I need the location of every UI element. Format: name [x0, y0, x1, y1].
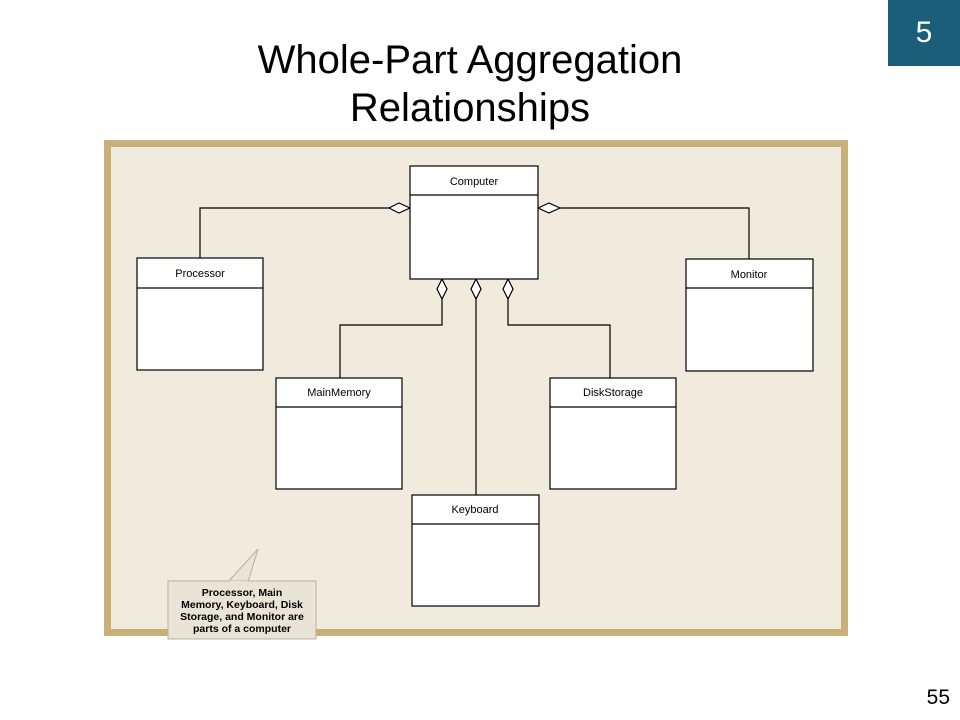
connector-main-memory: [339, 299, 443, 378]
class-box-disk-storage: DiskStorage: [549, 377, 677, 490]
class-box-processor: Processor: [136, 257, 264, 371]
diamond-processor: [387, 202, 412, 214]
callout-pointer: [226, 548, 259, 583]
callout-line-2: Memory, Keyboard, Disk: [181, 599, 303, 611]
class-box-main-memory: MainMemory: [275, 377, 403, 490]
class-name-keyboard: Keyboard: [451, 504, 498, 516]
connector-processor: [199, 207, 389, 258]
class-name-computer: Computer: [450, 176, 499, 188]
title-line-1: Whole-Part Aggregation: [257, 38, 683, 82]
diamond-disk-storage: [502, 277, 514, 301]
class-box-computer: Computer: [409, 165, 539, 280]
page-number: 55: [926, 686, 950, 709]
diamond-keyboard: [470, 277, 482, 301]
class-box-monitor: Monitor: [685, 258, 814, 372]
class-name-main-memory: MainMemory: [307, 387, 371, 399]
title-line-2: Relationships: [349, 86, 591, 130]
connector-disk-storage: [507, 299, 611, 378]
callout-note: Processor, Main Memory, Keyboard, Disk S…: [167, 548, 317, 640]
callout-line-1: Processor, Main: [202, 587, 283, 599]
callout-line-3: Storage, and Monitor are: [180, 611, 304, 623]
diamond-monitor: [536, 202, 562, 214]
aggregation-connectors: [199, 207, 750, 495]
class-name-monitor: Monitor: [731, 269, 768, 281]
diamond-main-memory: [436, 277, 448, 301]
chapter-badge: 5: [888, 0, 960, 66]
class-name-processor: Processor: [175, 268, 225, 280]
class-name-disk-storage: DiskStorage: [583, 387, 643, 399]
slide-title: Whole-Part Aggregation Relationships: [150, 36, 790, 132]
connector-monitor: [560, 207, 750, 259]
callout-line-4: parts of a computer: [193, 623, 291, 635]
class-box-keyboard: Keyboard: [411, 494, 540, 607]
aggregation-diamonds: [387, 202, 562, 301]
